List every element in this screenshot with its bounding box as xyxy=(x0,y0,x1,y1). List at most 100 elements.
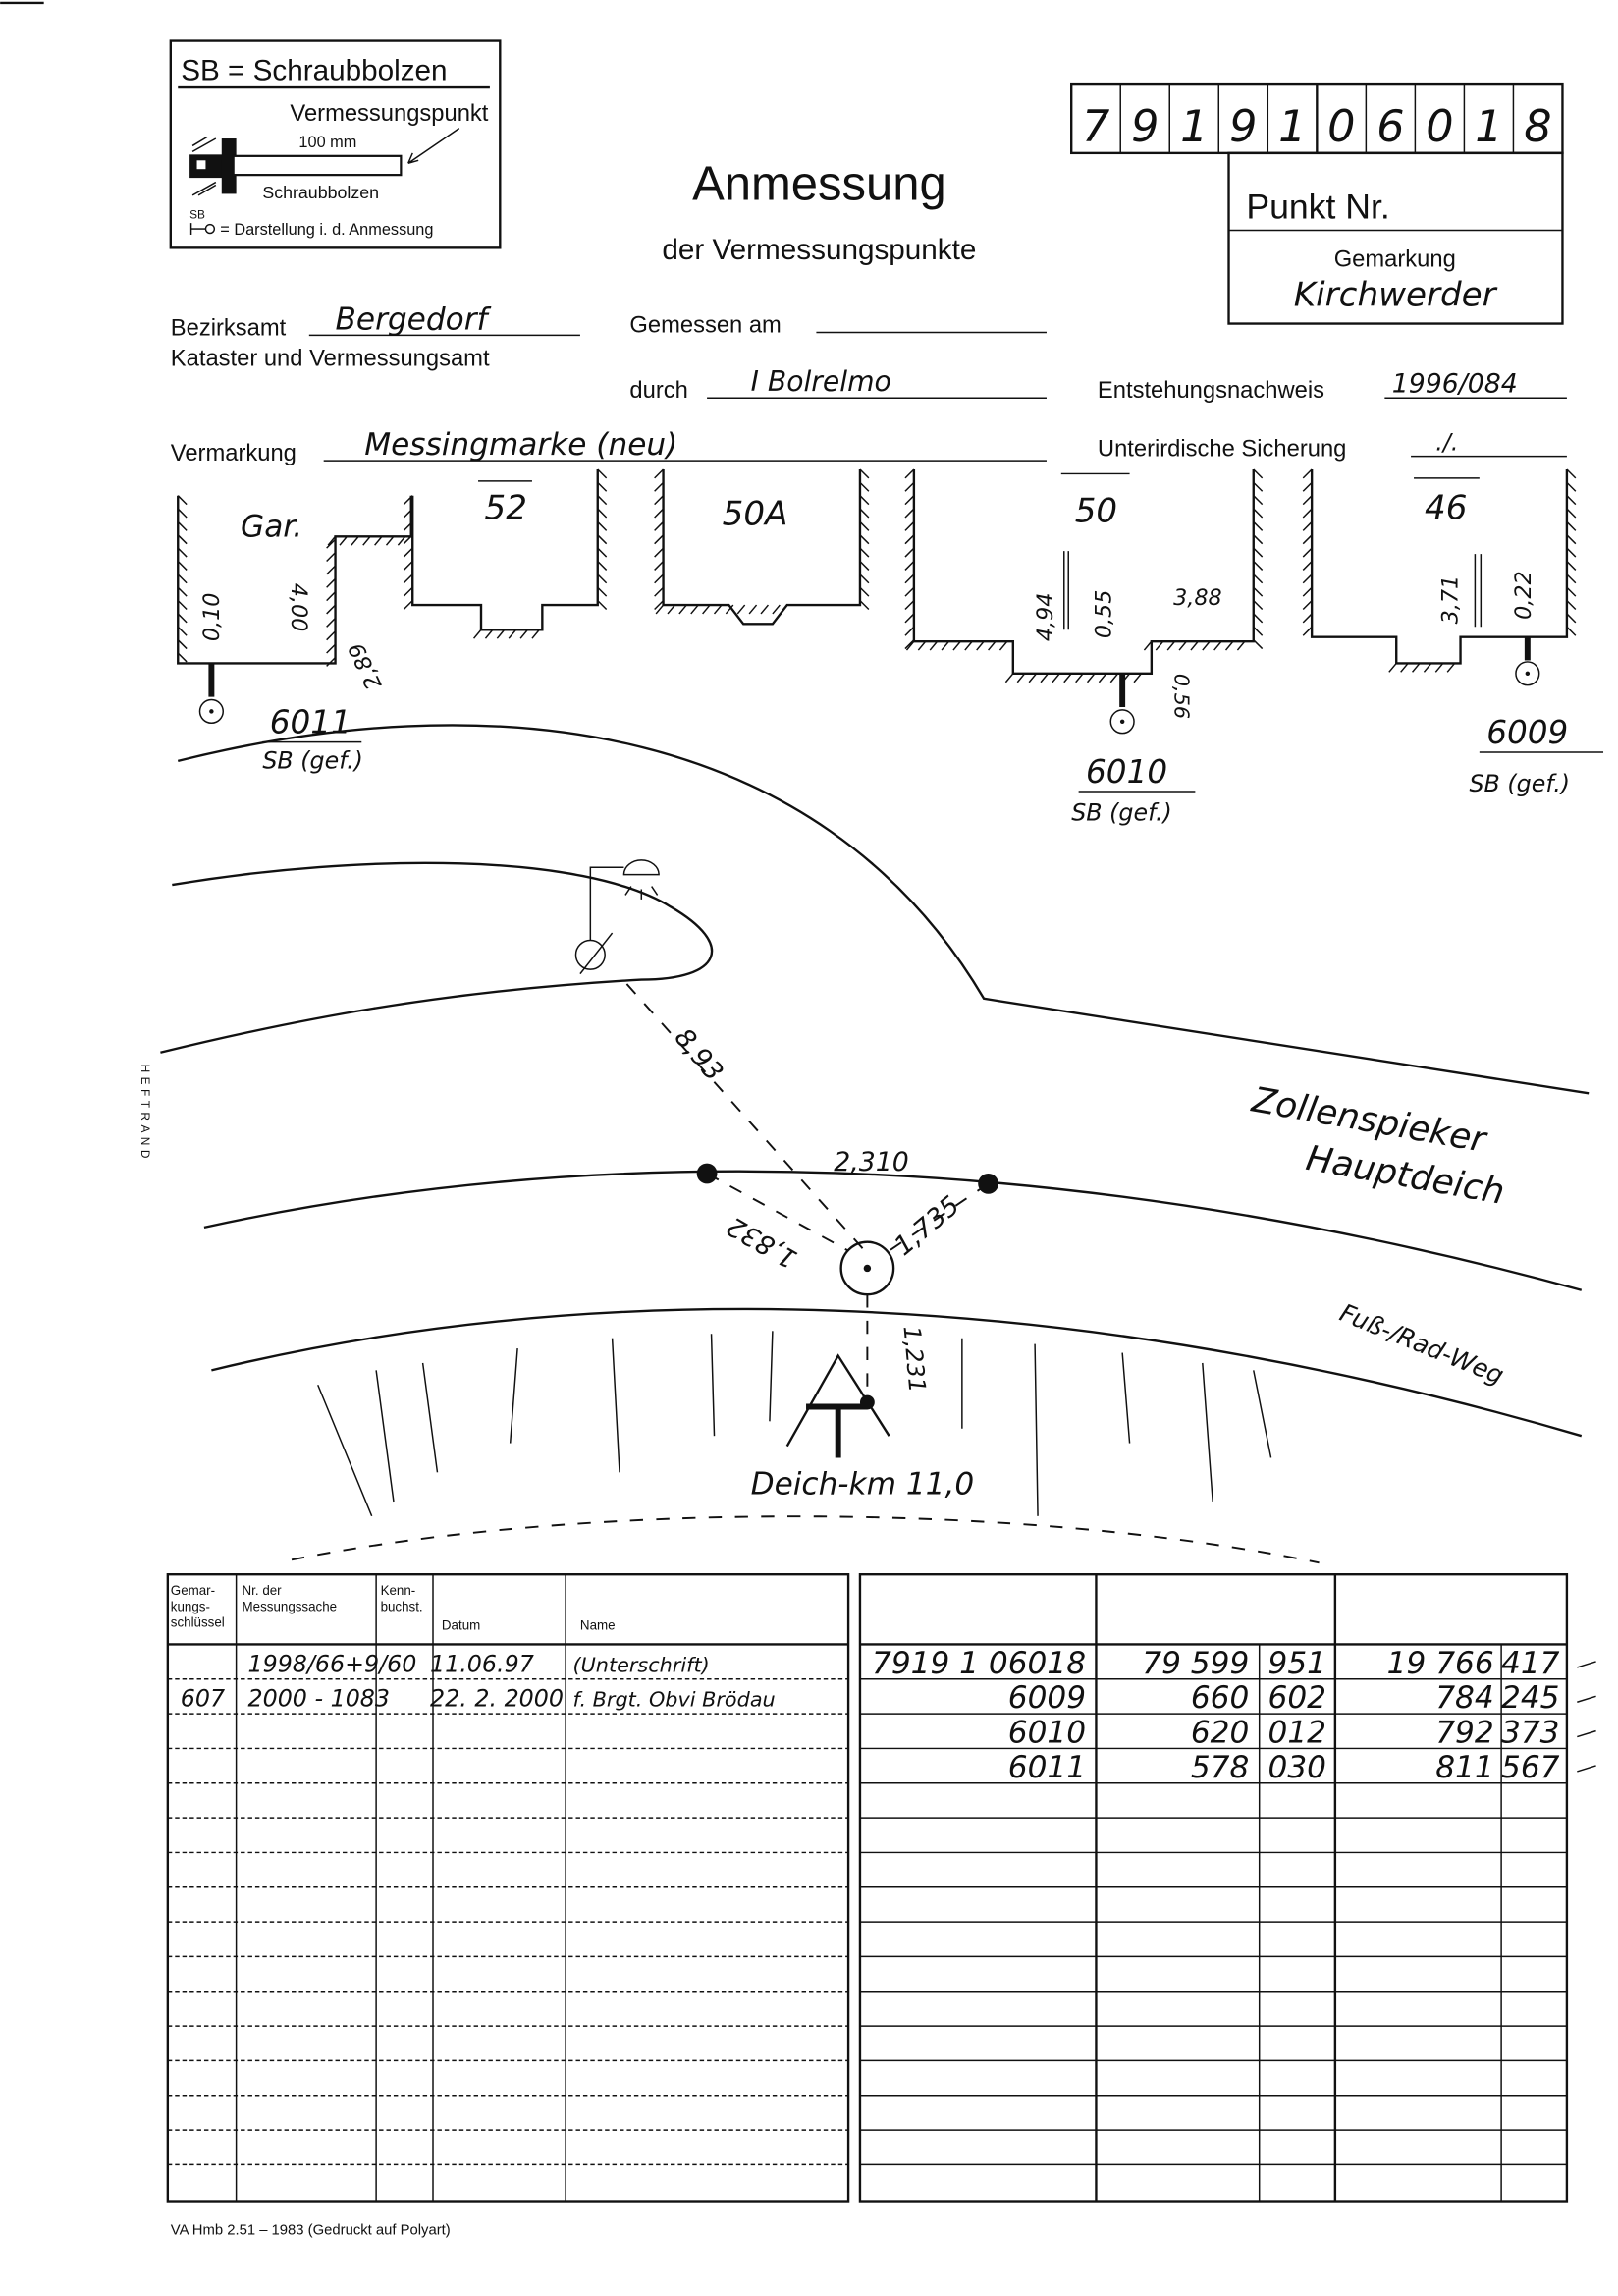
point-number-digit: 1 xyxy=(1475,101,1502,152)
sicherung-label: Unterirdische Sicherung xyxy=(1098,436,1346,463)
distance: 1,231 xyxy=(898,1325,932,1394)
point-number-digit: 0 xyxy=(1327,101,1355,152)
coordinate-cell: 6009 xyxy=(1008,1680,1086,1716)
coordinate-cell: 6011 xyxy=(1008,1750,1086,1785)
path-label: Fuß-/Rad-Weg xyxy=(1336,1298,1508,1390)
table-cell: 22. 2. 2000 xyxy=(430,1685,564,1713)
table-cell: 1998/66+9/60 xyxy=(247,1650,416,1677)
table-cell: f. Brgt. Obvi Brödau xyxy=(573,1688,776,1712)
table-cell: (Unterschrift) xyxy=(573,1653,710,1676)
point-type: SB (gef.) xyxy=(1071,799,1172,827)
road-sketch: 8,93 2,310 1,832 1,735 1,231 Zollenspiek… xyxy=(160,724,1590,1564)
point-symbol-icon xyxy=(198,663,224,725)
point-id: 6010 xyxy=(1086,753,1167,791)
coordinate-cell: 951 xyxy=(1268,1646,1326,1681)
survey-point-icon xyxy=(839,1240,895,1296)
legend-symbol-label: SB xyxy=(189,208,205,222)
measure: 4,00 xyxy=(286,583,311,632)
point-symbol-icon xyxy=(1515,636,1540,686)
point-id: 6009 xyxy=(1486,714,1568,751)
gemarkung-value: Kirchwerder xyxy=(1294,276,1498,315)
legend-symbol-text: = Darstellung i. d. Anmessung xyxy=(220,221,433,239)
coordinate-cell: 417 xyxy=(1501,1646,1560,1681)
building-label-52: 52 xyxy=(485,488,527,527)
footer-note: VA Hmb 2.51 – 1983 (Gedruckt auf Polyart… xyxy=(171,2223,451,2239)
point-number-digit: 1 xyxy=(1278,101,1306,152)
point-symbol-icon xyxy=(1109,673,1135,735)
distance: 2,310 xyxy=(834,1147,909,1177)
durch-signature: I Bolrelmo xyxy=(751,365,891,398)
bolt-icon xyxy=(189,128,460,196)
column-header: Gemar-kungs-schlüssel xyxy=(171,1583,225,1630)
measure: 0,22 xyxy=(1511,571,1537,620)
table-cell: 607 xyxy=(181,1685,225,1713)
coordinate-cell: 811 xyxy=(1435,1750,1493,1785)
coordinate-cell: 79 599 xyxy=(1142,1646,1249,1681)
point-number-digit: 0 xyxy=(1426,101,1453,152)
point-number-digit: 8 xyxy=(1524,101,1551,152)
measure: 4,94 xyxy=(1033,593,1058,642)
coordinate-cell: 620 xyxy=(1191,1716,1249,1751)
point-number-digit: 6 xyxy=(1376,101,1404,152)
building-46 xyxy=(1310,468,1569,665)
page-title: Anmessung xyxy=(692,157,946,210)
coordinate-cell: 792 xyxy=(1435,1716,1493,1751)
check-mark xyxy=(1577,1695,1596,1703)
legend-box: SB = Schraubbolzen Vermessungspunkt 100 … xyxy=(169,39,502,249)
point-type: SB (gef.) xyxy=(262,746,363,774)
point-number-digit: 7 xyxy=(1082,101,1109,152)
table-cell: 11.06.97 xyxy=(430,1650,534,1677)
measure: 3,88 xyxy=(1173,585,1222,611)
vermarkung-value: Messingmarke (neu) xyxy=(364,427,677,463)
coordinate-cell: 567 xyxy=(1501,1750,1560,1785)
page-subtitle: der Vermessungspunkte xyxy=(662,234,976,266)
street-lamp-icon xyxy=(574,859,660,975)
vermarkung-label: Vermarkung xyxy=(171,440,297,466)
coordinate-cell: 6010 xyxy=(1008,1716,1086,1751)
column-header: Kenn-buchst. xyxy=(381,1583,423,1613)
coordinate-cell: 784 xyxy=(1435,1680,1493,1716)
distance: 1,735 xyxy=(889,1190,966,1262)
dike-km-sign-icon xyxy=(785,1353,890,1458)
margin-label: HEFTRAND xyxy=(138,1065,152,1163)
legend-dimension: 100 mm xyxy=(298,134,356,151)
building-garage xyxy=(177,495,412,665)
point-number-digit: 9 xyxy=(1131,101,1159,152)
office-label: Kataster und Vermessungsamt xyxy=(171,346,490,372)
point-number-digit: 9 xyxy=(1229,101,1257,152)
legend-title: SB = Schraubbolzen xyxy=(181,55,447,87)
distance: 8,93 xyxy=(669,1022,729,1087)
coordinate-cell: 030 xyxy=(1268,1750,1326,1785)
coordinate-cell: 578 xyxy=(1191,1750,1249,1785)
entstehung-label: Entstehungsnachweis xyxy=(1098,377,1324,404)
measure: 0,10 xyxy=(199,593,225,642)
measure: 3,71 xyxy=(1438,575,1464,625)
coordinate-cell: 602 xyxy=(1268,1680,1326,1716)
coordinate-cell: 012 xyxy=(1268,1716,1326,1751)
building-50a xyxy=(662,468,862,626)
entstehung-value: 1996/084 xyxy=(1392,368,1518,399)
gemessen-label: Gemessen am xyxy=(629,311,781,338)
survey-points: 6011 SB (gef.) 6010 SB (gef.) 6009 SB (g… xyxy=(198,636,1604,827)
check-mark xyxy=(1577,1765,1596,1773)
column-header: Name xyxy=(580,1618,616,1633)
boundary-point xyxy=(978,1173,998,1194)
sb-symbol-icon xyxy=(189,223,216,235)
table-cell: 2000 - 1083 xyxy=(247,1685,390,1713)
sicherung-value: ./. xyxy=(1435,429,1458,457)
measurements: 0,10 4,00 2,89 4,94 0,55 3,88 0,56 3,71 … xyxy=(199,551,1537,719)
measure: 0,55 xyxy=(1091,590,1116,639)
building-label-50: 50 xyxy=(1075,491,1117,530)
legend-part-label: Schraubbolzen xyxy=(262,183,379,202)
bezirksamt-label: Bezirksamt xyxy=(171,314,287,341)
building-label-50a: 50A xyxy=(723,494,788,533)
dike-km-label: Deich-km 11,0 xyxy=(751,1467,975,1503)
coordinate-cell: 7919 1 06018 xyxy=(872,1646,1086,1681)
coordinate-cell: 660 xyxy=(1191,1680,1249,1716)
buildings: Gar. 52 50A 50 46 xyxy=(177,468,1577,683)
bezirksamt-value: Bergedorf xyxy=(336,301,492,337)
